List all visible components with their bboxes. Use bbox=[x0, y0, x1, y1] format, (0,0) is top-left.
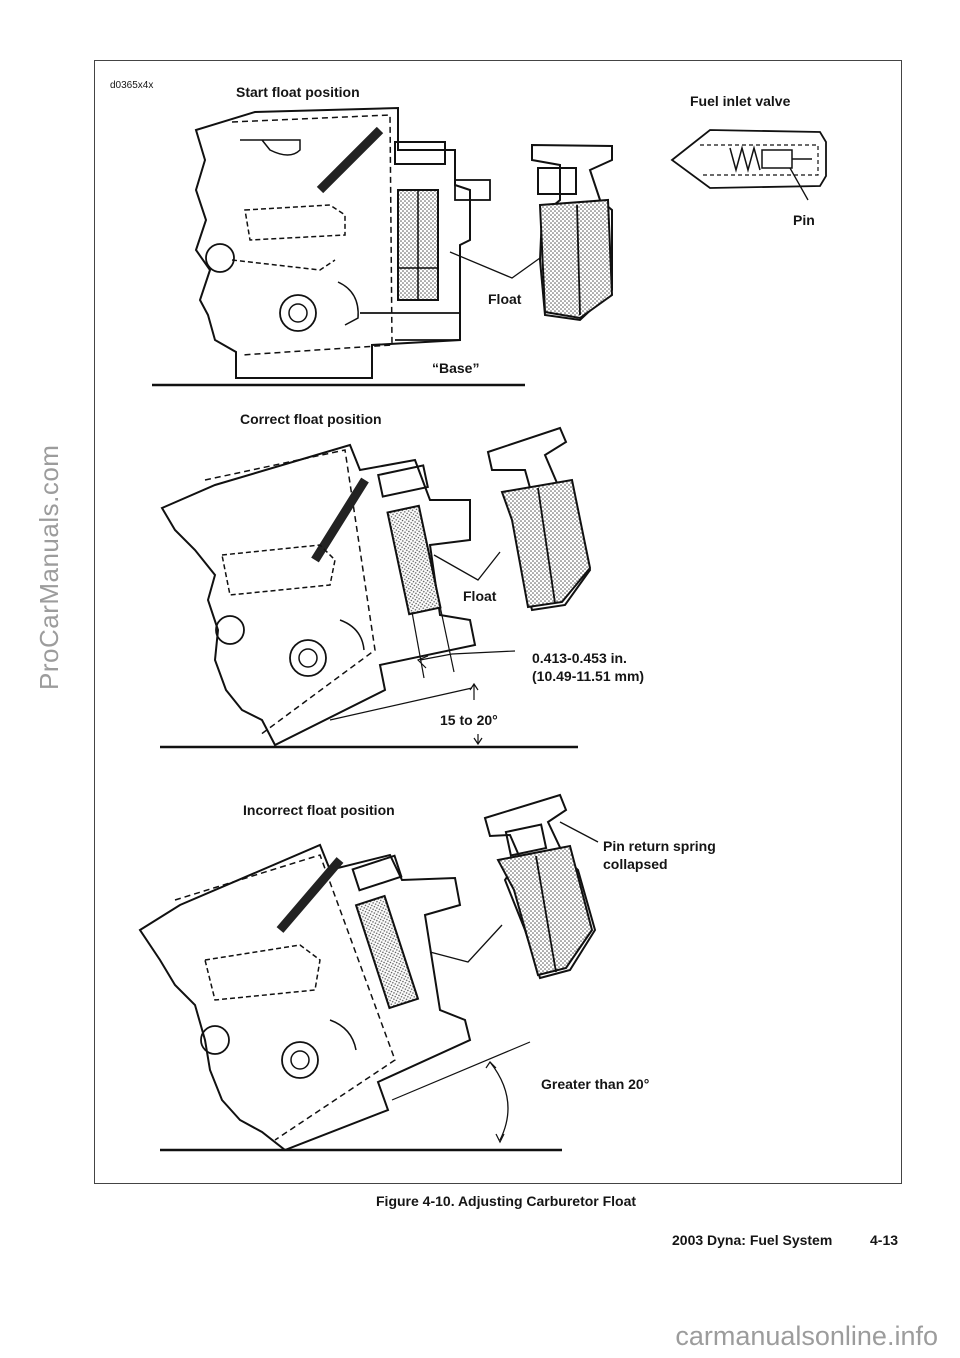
figure-caption: Figure 4-10. Adjusting Carburetor Float bbox=[376, 1193, 637, 1209]
incorrect-spring-label-2: collapsed bbox=[603, 856, 668, 872]
start-panel-drawing bbox=[152, 106, 614, 387]
figure-code: d0365x4x bbox=[110, 80, 154, 91]
footer-section: 2003 Dyna: Fuel System bbox=[672, 1232, 833, 1248]
bottom-watermark: carmanualsonline.info bbox=[675, 1321, 938, 1351]
valve-pin-label: Pin bbox=[793, 212, 815, 228]
correct-float-label: Float bbox=[463, 588, 497, 604]
side-watermark: ProCarManuals.com bbox=[34, 444, 64, 690]
figure-frame bbox=[94, 60, 902, 1184]
fuel-inlet-valve-drawing bbox=[670, 129, 827, 201]
footer-page-number: 4-13 bbox=[870, 1232, 899, 1248]
correct-panel-title: Correct float position bbox=[240, 411, 382, 427]
start-base-label: “Base” bbox=[432, 360, 480, 376]
incorrect-panel-title: Incorrect float position bbox=[243, 802, 395, 818]
valve-title: Fuel inlet valve bbox=[690, 93, 791, 109]
correct-measurement-in: 0.413-0.453 in. bbox=[532, 650, 627, 666]
correct-panel-drawing bbox=[160, 426, 592, 749]
incorrect-panel-drawing bbox=[138, 793, 599, 1152]
correct-measurement-mm: (10.49-11.51 mm) bbox=[532, 668, 645, 684]
start-float-label: Float bbox=[488, 291, 522, 307]
start-panel-title: Start float position bbox=[236, 84, 360, 100]
incorrect-spring-label-1: Pin return spring bbox=[603, 838, 716, 854]
incorrect-angle-label: Greater than 20° bbox=[541, 1076, 650, 1092]
correct-angle-label: 15 to 20° bbox=[440, 712, 498, 728]
